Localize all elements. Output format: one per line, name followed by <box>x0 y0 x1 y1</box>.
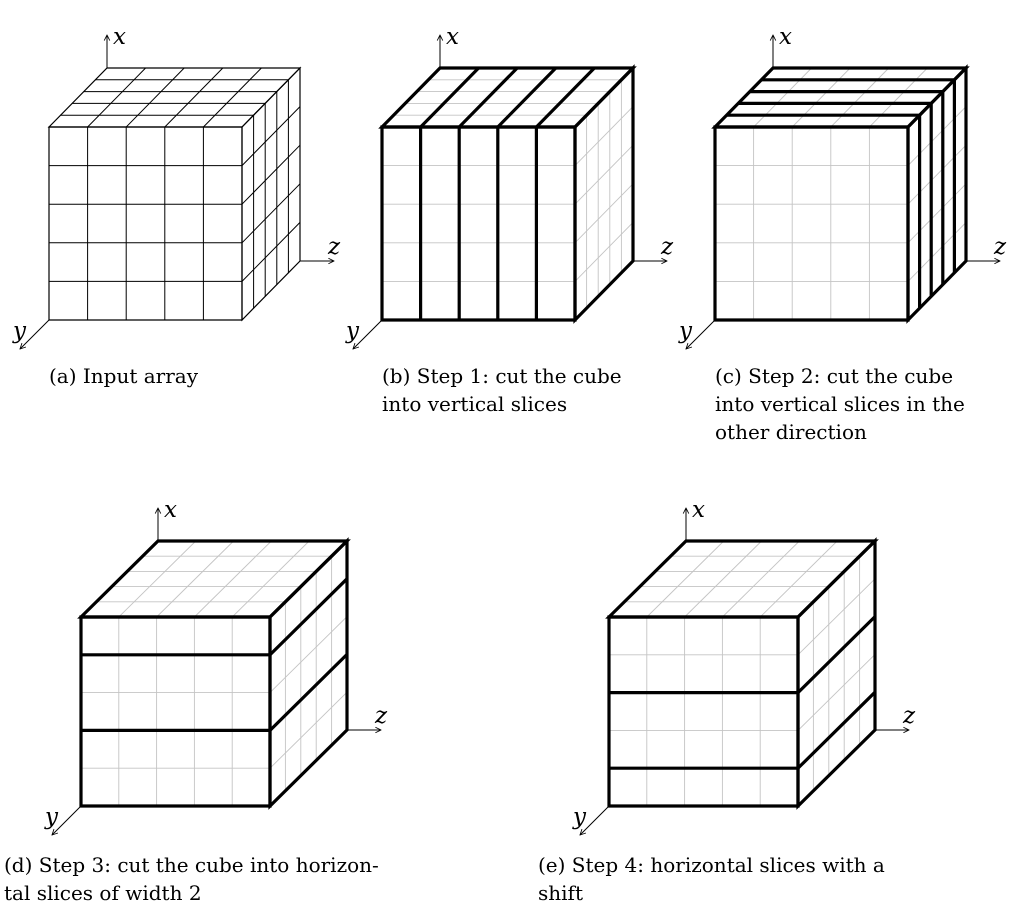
slice-cut <box>81 653 349 733</box>
grid-line <box>753 67 813 128</box>
x-axis-label: x <box>779 24 792 50</box>
caption-c-line-2: into vertical slices in the <box>715 392 965 416</box>
grid-line <box>241 144 301 205</box>
slice-cut <box>609 691 877 770</box>
grid-line <box>907 183 967 244</box>
cube-side-outline <box>241 66 301 322</box>
grid-line <box>156 540 235 618</box>
caption-a-line-1: (a) Input array <box>49 364 199 388</box>
cube-front-outline <box>713 125 910 322</box>
cube-front-outline <box>380 125 577 322</box>
grid-line <box>193 540 272 618</box>
grid-line <box>164 67 224 128</box>
slice-cut <box>81 577 349 657</box>
cube-side-outline <box>268 537 349 810</box>
y-axis-label: y <box>678 318 693 344</box>
y-axis-arrow <box>52 805 82 835</box>
slice-cut <box>609 615 877 695</box>
y-axis-arrow <box>686 319 716 349</box>
grid-line <box>797 653 876 731</box>
caption-b-line-2: into vertical slices <box>382 392 568 416</box>
panel-a: x z y <box>12 24 341 349</box>
z-axis-label: z <box>902 703 916 729</box>
grid-line <box>574 144 634 205</box>
caption-d: (d) Step 3: cut the cube into horizon- t… <box>4 851 424 907</box>
caption-e-line-1: (e) Step 4: horizontal slices with a <box>538 853 885 877</box>
cube-front-outline <box>607 615 800 808</box>
grid-line <box>830 67 890 128</box>
x-axis-label: x <box>164 497 177 523</box>
z-axis-label: z <box>327 234 341 260</box>
cube-top-outline <box>47 67 302 128</box>
caption-b: (b) Step 1: cut the cube into vertical s… <box>382 362 642 418</box>
grid-line <box>241 221 301 282</box>
caption-c-line-1: (c) Step 2: cut the cube <box>715 364 954 388</box>
x-axis-label: x <box>692 497 705 523</box>
grid-line <box>907 144 967 205</box>
grid-line <box>907 106 967 167</box>
y-axis-arrow <box>20 319 50 349</box>
slice-cut <box>534 66 596 320</box>
x-axis-label: x <box>113 24 126 50</box>
cube-top-outline <box>711 66 970 129</box>
slice-cut <box>726 113 922 309</box>
panel-c: x z y <box>678 24 1007 349</box>
caption-d-line-2: tal slices of width 2 <box>4 881 202 905</box>
cube-side-outline <box>906 64 968 324</box>
cube-front-outline <box>79 615 272 808</box>
grid-line <box>269 616 348 694</box>
grid-line <box>791 67 851 128</box>
grid-line <box>574 106 634 167</box>
panel-e: x z y <box>572 497 916 835</box>
grid-line <box>241 106 301 167</box>
z-axis-label: z <box>993 234 1007 260</box>
grid-line <box>721 540 800 618</box>
grid-line <box>907 221 967 282</box>
z-axis-label: z <box>374 703 388 729</box>
z-axis-label: z <box>660 234 674 260</box>
cube-front-outline <box>48 126 243 321</box>
caption-c-line-3: other direction <box>715 420 867 444</box>
caption-a: (a) Input array <box>49 362 279 390</box>
grid-line <box>797 578 876 656</box>
panel-b: x z y <box>345 24 674 349</box>
grid-line <box>231 540 310 618</box>
grid-line <box>125 67 185 128</box>
grid-line <box>574 221 634 282</box>
y-axis-label: y <box>572 804 587 830</box>
slice-cut <box>457 66 519 320</box>
y-axis-arrow <box>580 805 610 835</box>
grid-line <box>118 540 197 618</box>
y-axis-label: y <box>12 318 27 344</box>
grid-line <box>759 540 838 618</box>
cube-side-outline <box>796 537 877 810</box>
caption-b-line-1: (b) Step 1: cut the cube <box>382 364 622 388</box>
grid-line <box>202 67 262 128</box>
grid-line <box>574 183 634 244</box>
y-axis-label: y <box>44 804 59 830</box>
grid-line <box>269 691 348 769</box>
panel-d: x z y <box>44 497 388 835</box>
grid-line <box>684 540 763 618</box>
y-axis-arrow <box>353 319 383 349</box>
slice-cut <box>749 89 945 285</box>
slice-cut <box>738 101 933 297</box>
slice-cut <box>761 78 957 273</box>
slice-cut <box>419 66 480 320</box>
y-axis-label: y <box>345 318 360 344</box>
caption-c: (c) Step 2: cut the cube into vertical s… <box>715 362 1015 446</box>
grid-line <box>87 67 147 128</box>
grid-line <box>241 183 301 244</box>
grid-line <box>646 540 725 618</box>
caption-d-line-1: (d) Step 3: cut the cube into horizon- <box>4 853 379 877</box>
cube-side-outline <box>573 64 635 324</box>
x-axis-label: x <box>446 24 459 50</box>
caption-e-line-2: shift <box>538 881 583 905</box>
slice-cut <box>496 66 557 320</box>
caption-e: (e) Step 4: horizontal slices with a shi… <box>538 851 958 907</box>
grid-line <box>868 67 928 128</box>
